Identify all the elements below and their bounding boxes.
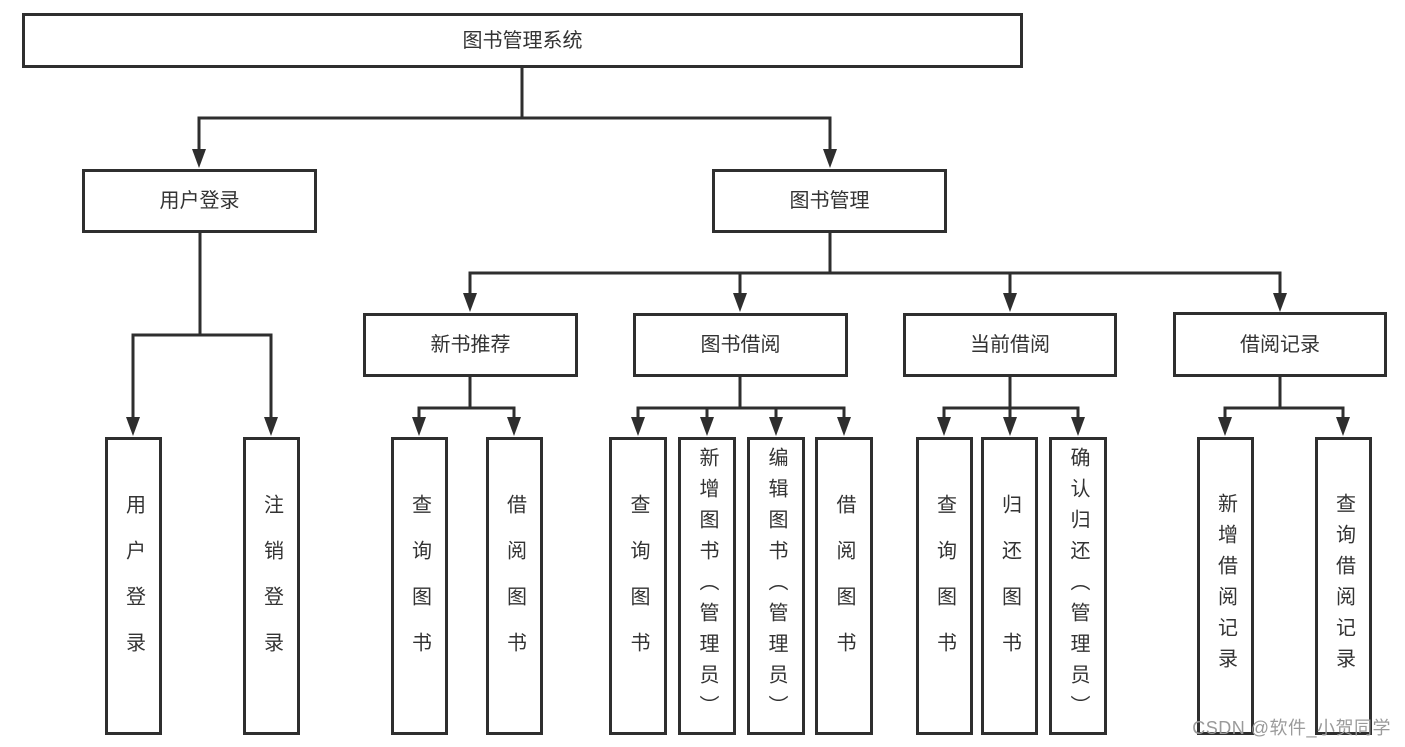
wire-records-to-leaves [1223, 375, 1345, 422]
leaf-logout: 注销登录 [243, 437, 300, 735]
arrowhead-icons [126, 149, 1350, 436]
wire-root-to-level1 [197, 66, 832, 152]
leaf-add-borrow-record: 新增借阅记录 [1197, 437, 1254, 735]
wire-management-to-level2 [468, 231, 1282, 297]
leaf-edit-book-admin: 编辑图书（管理员） [747, 437, 805, 735]
csdn-watermark: CSDN @软件_小贺同学 [1192, 718, 1391, 738]
leaf-confirm-return-admin: 确认归还（管理员） [1049, 437, 1107, 735]
leaf-query-borrow-record: 查询借阅记录 [1315, 437, 1372, 735]
wire-login-to-leaves [131, 231, 273, 422]
wire-borrow-to-leaves [636, 375, 846, 422]
node-current-borrow: 当前借阅 [903, 313, 1117, 377]
leaf-query-books-current: 查询图书 [916, 437, 973, 735]
leaf-return-book: 归还图书 [981, 437, 1038, 735]
node-user-login: 用户登录 [82, 169, 317, 233]
leaf-query-books-borrow: 查询图书 [609, 437, 667, 735]
node-book-management: 图书管理 [712, 169, 947, 233]
leaf-user-login: 用户登录 [105, 437, 162, 735]
leaf-borrow-books-recommend: 借阅图书 [486, 437, 543, 735]
leaf-borrow-books-borrow: 借阅图书 [815, 437, 873, 735]
node-root: 图书管理系统 [22, 13, 1023, 68]
leaf-query-books-recommend: 查询图书 [391, 437, 448, 735]
node-borrow-records: 借阅记录 [1173, 312, 1387, 377]
leaf-add-book-admin: 新增图书（管理员） [678, 437, 736, 735]
wire-recommend-to-leaves [417, 375, 516, 422]
wire-current-to-leaves [942, 375, 1080, 422]
node-book-borrow: 图书借阅 [633, 313, 848, 377]
node-new-book-recommend: 新书推荐 [363, 313, 578, 377]
